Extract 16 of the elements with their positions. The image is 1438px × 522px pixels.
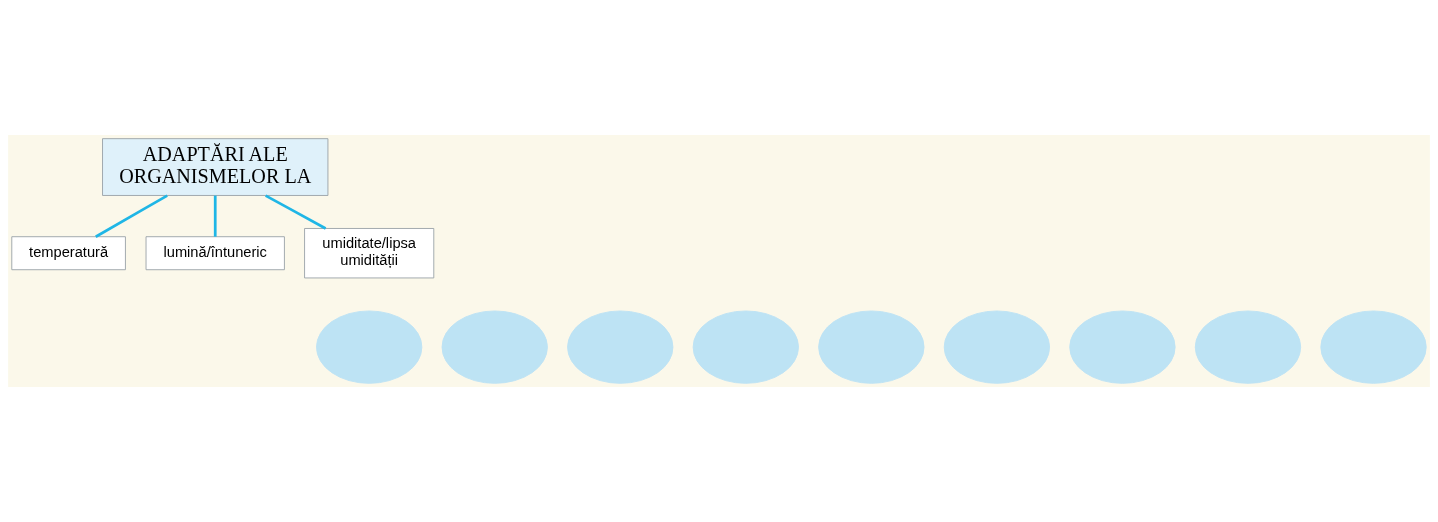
node-bubble [1320,310,1427,384]
node-bubble [1069,310,1176,384]
node-bubble [818,310,925,384]
connector [95,194,168,238]
node-box: lumină/întuneric [145,236,285,271]
connector [264,194,327,230]
node-bubble [1194,310,1302,384]
node-bubble [316,310,423,384]
node-bubble [441,310,548,384]
node-box: umiditate/lipsa umidității [304,228,435,279]
node-box: ADAPTĂRI ALE ORGANISMELOR LA [102,138,329,196]
node-box: temperatură [11,236,126,271]
node-bubble [692,310,799,384]
connector [213,195,217,237]
node-bubble [567,310,674,384]
node-bubble [943,310,1051,384]
